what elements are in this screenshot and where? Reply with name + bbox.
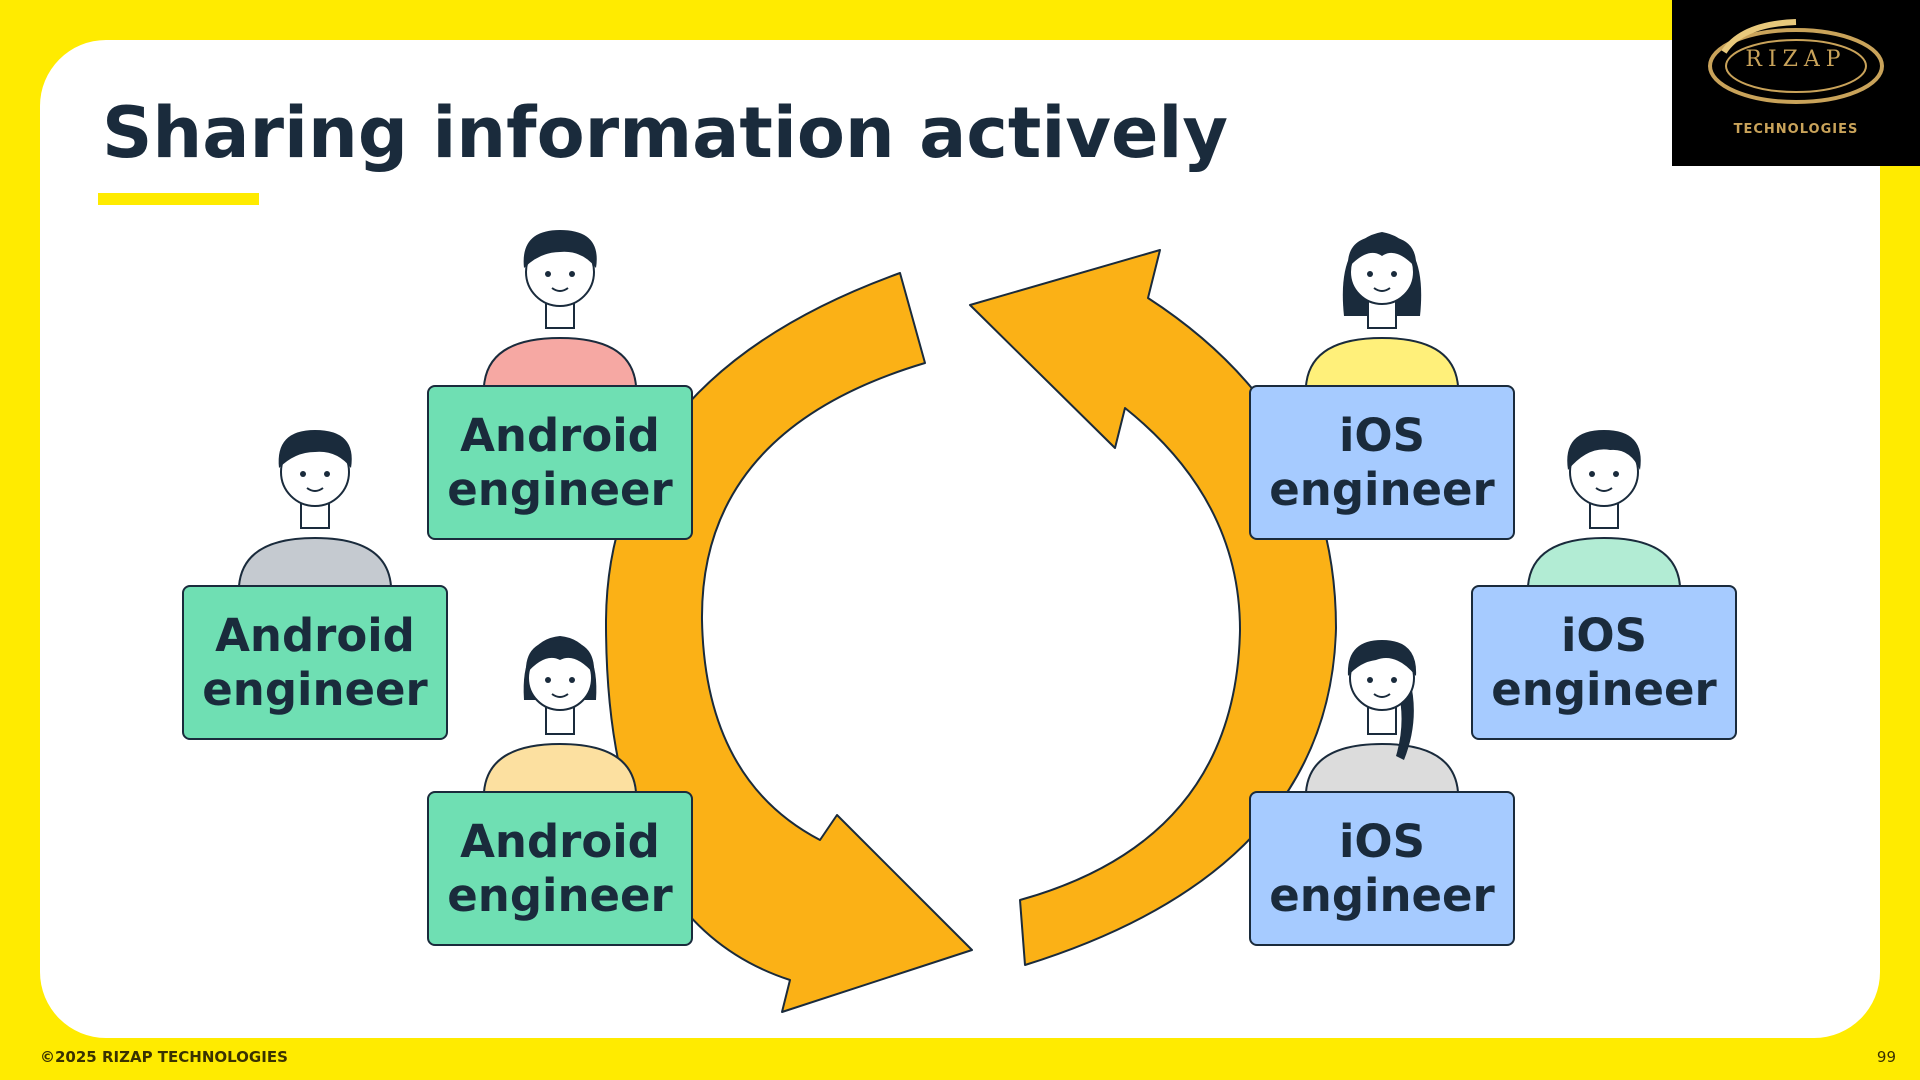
android-engineer-box-middle: Android engineer <box>182 585 448 740</box>
android-engineer-label-line2: engineer <box>447 868 673 922</box>
company-logo: RIZAP TECHNOLOGIES <box>1672 0 1920 166</box>
android-engineer-label-line2: engineer <box>447 462 673 516</box>
android-engineer-label-line1: Android <box>460 408 660 462</box>
page-number: 99 <box>1876 1048 1896 1066</box>
copyright-footer: ©2025 RIZAP TECHNOLOGIES <box>40 1048 288 1066</box>
ios-engineer-label-line2: engineer <box>1269 868 1495 922</box>
slide-title: Sharing information actively <box>102 92 1229 174</box>
ios-engineer-label-line2: engineer <box>1491 662 1717 716</box>
ios-engineer-label-line2: engineer <box>1269 462 1495 516</box>
ios-engineer-box-bottom: iOS engineer <box>1249 791 1515 946</box>
android-engineer-label-line2: engineer <box>202 662 428 716</box>
android-engineer-box-top: Android engineer <box>427 385 693 540</box>
slide-card <box>40 40 1880 1038</box>
avatar-android-middle <box>237 430 393 587</box>
logo-wordmark: RIZAP <box>1745 47 1847 72</box>
android-engineer-label-line1: Android <box>460 814 660 868</box>
avatar-android-top <box>482 230 638 387</box>
ios-engineer-label-line1: iOS <box>1338 408 1426 462</box>
logo-ring-icon <box>1708 19 1884 104</box>
ios-engineer-label-line1: iOS <box>1338 814 1426 868</box>
title-underline <box>98 193 259 205</box>
avatar-ios-bottom <box>1304 640 1460 793</box>
ios-engineer-box-middle: iOS engineer <box>1471 585 1737 740</box>
ios-engineer-label-line1: iOS <box>1560 608 1648 662</box>
ios-engineer-box-top: iOS engineer <box>1249 385 1515 540</box>
arrow-right-up <box>969 249 1337 966</box>
android-engineer-box-bottom: Android engineer <box>427 791 693 946</box>
logo-subtitle: TECHNOLOGIES <box>1733 122 1859 137</box>
avatar-android-bottom <box>482 636 638 793</box>
avatar-ios-middle <box>1526 430 1682 587</box>
avatar-ios-top <box>1304 232 1460 387</box>
android-engineer-label-line1: Android <box>215 608 415 662</box>
